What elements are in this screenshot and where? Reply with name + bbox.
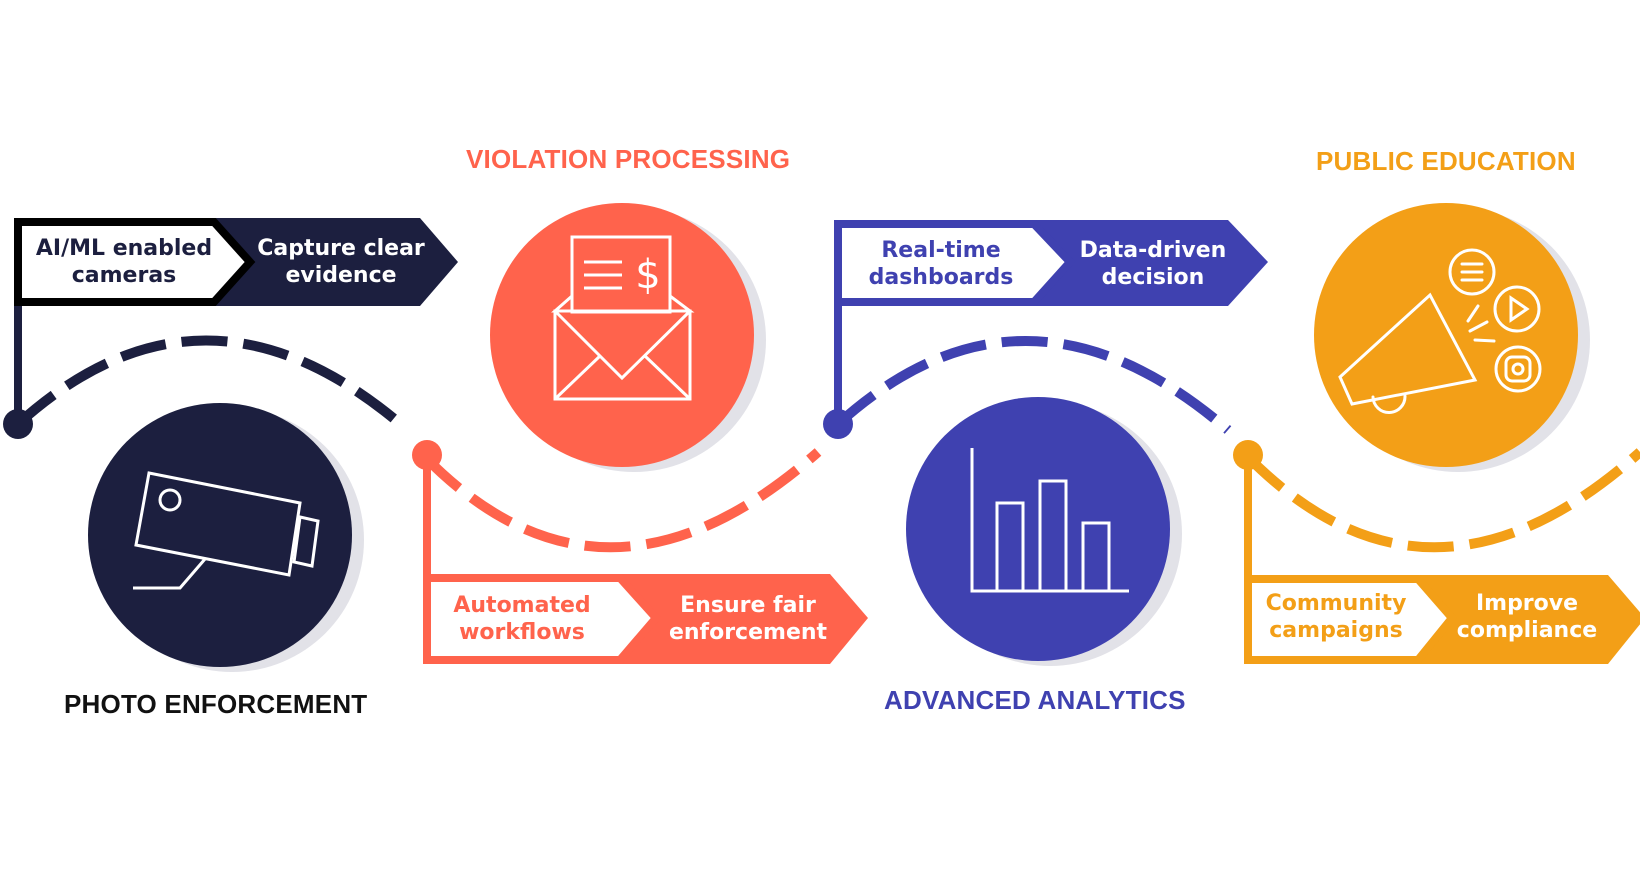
flag-right-line: Capture clear <box>257 236 425 261</box>
flag-left-label: Automated workflows <box>434 592 610 646</box>
flag-left-shape <box>14 218 256 306</box>
flag-right-shape <box>620 574 868 664</box>
play-bubble-icon <box>1493 285 1541 333</box>
flag-left-label: AI/ML enabled cameras <box>26 235 222 289</box>
flag-right-line: Improve <box>1475 591 1579 616</box>
stage-advanced-analytics <box>823 220 1268 666</box>
stage-circle <box>490 203 754 467</box>
flag-right-line: enforcement <box>668 620 828 645</box>
flag-left-line: Real-time <box>881 238 1001 263</box>
flag-right-shape <box>200 218 458 306</box>
stage-violation-processing: $ <box>412 203 868 664</box>
flag-left-line: dashboards <box>868 265 1014 290</box>
stage-title-photo-enforcement: PHOTO ENFORCEMENT <box>64 689 368 719</box>
stage-circle <box>906 397 1170 661</box>
dollar-sign-icon: $ <box>635 252 660 298</box>
stage-circle <box>1314 203 1578 467</box>
dashed-connector <box>14 335 409 432</box>
flag-left-shape <box>834 220 1076 306</box>
node-dot <box>1233 440 1263 470</box>
stage-photo-enforcement <box>3 218 458 672</box>
flag-right-label: Data-driven decision <box>1060 237 1246 291</box>
flag-left-line: campaigns <box>1269 618 1403 643</box>
flag-left-shape <box>423 574 662 664</box>
node-dot <box>823 409 853 439</box>
flag-left-line: cameras <box>71 263 177 288</box>
flag-left-shape <box>1244 575 1458 664</box>
stage-public-education <box>1233 203 1640 664</box>
flag-left-label: Community campaigns <box>1254 590 1418 644</box>
flag-right-shape <box>1420 575 1640 664</box>
dashed-connector <box>834 336 1232 434</box>
flag-left-line: workflows <box>459 620 585 645</box>
security-camera-icon <box>133 471 320 590</box>
flag-right-line: evidence <box>285 263 397 288</box>
flag-right-label: Capture clear evidence <box>248 235 434 289</box>
megaphone-social-icon <box>1338 248 1542 414</box>
flag-right-shape <box>1030 220 1268 306</box>
flag-left-line: Community <box>1265 591 1407 616</box>
flag-right-line: Data-driven <box>1079 238 1227 263</box>
node-dot <box>3 409 33 439</box>
menu-bubble-icon <box>1448 248 1496 296</box>
stage-circle <box>88 403 352 667</box>
flag-right-line: decision <box>1101 265 1205 290</box>
flag-right-line: Ensure fair <box>680 593 816 618</box>
envelope-invoice-icon <box>551 235 695 401</box>
stage-title-public-education: PUBLIC EDUCATION <box>1316 146 1576 176</box>
dashed-connector <box>1244 448 1640 553</box>
flag-right-line: compliance <box>1456 618 1598 643</box>
flag-right-label: Ensure fair enforcement <box>650 592 846 646</box>
stage-title-violation-processing: VIOLATION PROCESSING <box>466 144 791 174</box>
node-dot <box>412 440 442 470</box>
flag-left-line: AI/ML enabled <box>35 236 213 261</box>
megaphone-icon <box>1338 292 1478 406</box>
flag-left-line: Automated <box>453 593 591 618</box>
instagram-bubble-icon <box>1494 345 1542 393</box>
flag-left-label: Real-time dashboards <box>846 237 1036 291</box>
flag-right-label: Improve compliance <box>1440 590 1614 644</box>
dashed-connector <box>421 448 822 553</box>
stage-title-advanced-analytics: ADVANCED ANALYTICS <box>884 685 1186 715</box>
bar-chart-icon <box>970 448 1129 593</box>
